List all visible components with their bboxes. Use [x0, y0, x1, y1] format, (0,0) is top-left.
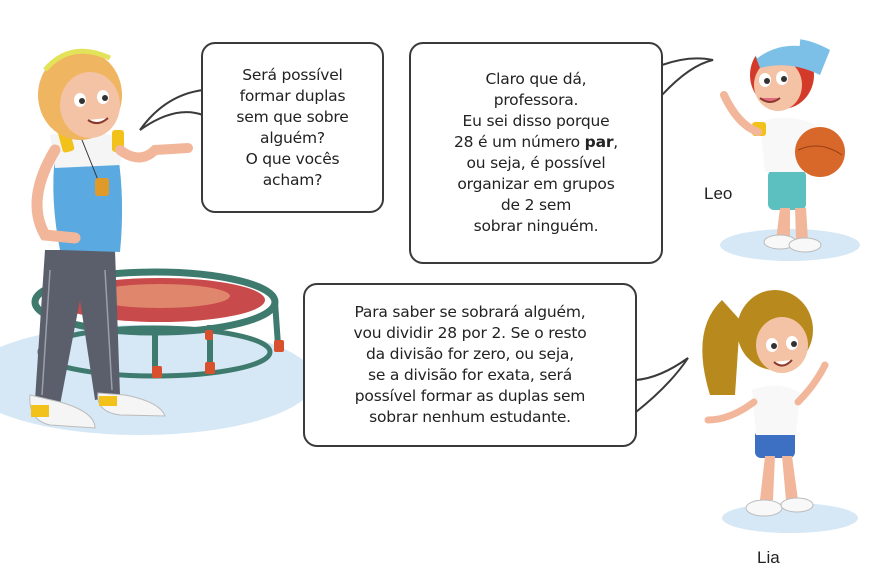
lia-speech-text: Para saber se sobrará alguém, vou dividi… — [353, 303, 587, 426]
teacher-speech-text: Será possível formar duplas sem que sobr… — [236, 65, 349, 189]
emphasis-par: par — [584, 133, 614, 151]
teacher-speech-bubble: Será possível formar duplas sem que sobr… — [201, 42, 384, 213]
lia-speech-bubble: Para saber se sobrará alguém, vou dividi… — [303, 283, 637, 447]
lia-name-label: Lia — [757, 548, 780, 567]
leo-name-label: Leo — [704, 184, 733, 203]
leo-speech-text: Claro que dá, professora. Eu sei disso p… — [453, 70, 619, 235]
leo-speech-bubble: Claro que dá, professora. Eu sei disso p… — [409, 42, 663, 264]
